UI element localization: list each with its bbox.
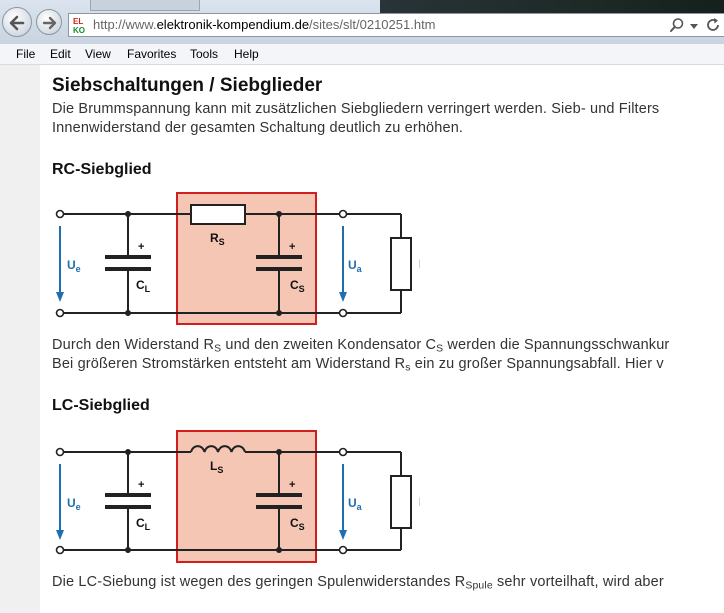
- rc-text-1b: S: [214, 343, 222, 355]
- output-terminal-top: [338, 447, 348, 457]
- lc-text-c: sehr vorteilhaft, wird aber: [492, 574, 664, 590]
- label-ls: LS: [210, 459, 223, 475]
- plus-cs: +: [289, 479, 295, 491]
- output-terminal-bottom: [338, 308, 348, 318]
- label-cs: CS: [290, 278, 305, 294]
- menu-help[interactable]: Help: [234, 47, 259, 61]
- capacitor-cl-plate-top: [105, 255, 151, 259]
- search-icon[interactable]: [669, 17, 685, 33]
- rc-text-2c: ein zu großer Spannungsabfall. Hier v: [410, 356, 664, 372]
- input-terminal-top: [55, 209, 65, 219]
- menu-bar: File Edit View Favorites Tools Help: [0, 44, 724, 65]
- resistor-rl: [390, 237, 412, 291]
- rc-text-2a: Bei größeren Stromstärken entsteht am Wi…: [52, 356, 406, 372]
- capacitor-cs-plate-bottom: [256, 505, 302, 509]
- label-ua: Ua: [348, 496, 363, 512]
- rc-text-2b: s: [405, 362, 411, 374]
- intro-line-1: Die Brummspannung kann mit zusätzlichen …: [52, 101, 660, 117]
- output-terminal-bottom: [338, 545, 348, 555]
- browser-toolbar: EL KO http://www.elektronik-kompendium.d…: [0, 0, 724, 44]
- background-window-strip: [380, 0, 724, 13]
- capacitor-cl-plate-bottom: [105, 267, 151, 271]
- forward-button[interactable]: [36, 9, 62, 35]
- back-arrow-icon: [9, 15, 25, 31]
- browser-tab[interactable]: [90, 0, 200, 11]
- rc-paragraph-line-1: Durch den Widerstand RS und den zweiten …: [52, 337, 669, 355]
- input-terminal-bottom: [55, 545, 65, 555]
- capacitor-cs-plate-top: [256, 493, 302, 497]
- forward-arrow-icon: [42, 16, 57, 30]
- input-terminal-top: [55, 447, 65, 457]
- label-rl: RL: [419, 257, 420, 273]
- chevron-down-icon[interactable]: [689, 23, 699, 31]
- refresh-icon[interactable]: [705, 17, 721, 33]
- label-ue: Ue: [67, 496, 81, 512]
- menu-tools[interactable]: Tools: [190, 47, 219, 61]
- label-rs: RS: [210, 231, 225, 247]
- rc-text-1a: Durch den Widerstand R: [52, 337, 215, 353]
- lc-text-a: Die LC-Siebung ist wegen des geringen Sp…: [52, 574, 466, 590]
- resistor-rl: [390, 475, 412, 529]
- label-cs: CS: [290, 516, 305, 532]
- rc-heading: RC-Siebglied: [52, 161, 152, 178]
- web-page: Siebschaltungen / Siebglieder Die Brumms…: [0, 65, 724, 613]
- input-terminal-bottom: [55, 308, 65, 318]
- capacitor-cl-plate-bottom: [105, 505, 151, 509]
- rc-text-1d: S: [436, 343, 444, 355]
- address-bar[interactable]: EL KO http://www.elektronik-kompendium.d…: [68, 13, 724, 37]
- label-cl: CL: [136, 278, 151, 294]
- label-cl: CL: [136, 516, 151, 532]
- url-text[interactable]: http://www.elektronik-kompendium.de/site…: [93, 17, 436, 32]
- url-host: elektronik-kompendium.de: [156, 17, 310, 32]
- menu-file[interactable]: File: [16, 47, 36, 61]
- label-ua: Ua: [348, 258, 363, 274]
- url-path: /sites/slt/0210251.htm: [309, 17, 436, 32]
- rc-text-1e: werden die Spannungsschwankur: [443, 337, 670, 353]
- plus-cs: +: [289, 241, 295, 253]
- label-ue: Ue: [67, 258, 81, 274]
- url-prefix: http://www.: [93, 17, 157, 32]
- rc-text-1c: und den zweiten Kondensator C: [221, 337, 437, 353]
- page-title: Siebschaltungen / Siebglieder: [52, 75, 323, 96]
- logo-text-bottom: KO: [73, 26, 85, 34]
- output-terminal-top: [338, 209, 348, 219]
- capacitor-cs-plate-top: [256, 255, 302, 259]
- intro-line-2: Innenwiderstand der gesamten Schaltung d…: [52, 120, 464, 136]
- back-button[interactable]: [2, 7, 32, 37]
- label-rl: RL: [419, 495, 420, 511]
- page-gutter: [0, 65, 40, 613]
- lc-text-b: Spule: [465, 580, 493, 592]
- menu-favorites[interactable]: Favorites: [127, 47, 177, 61]
- plus-cl: +: [138, 241, 144, 253]
- capacitor-cl-plate-top: [105, 493, 151, 497]
- lc-paragraph: Die LC-Siebung ist wegen des geringen Sp…: [52, 574, 664, 592]
- inductor-ls: [190, 445, 246, 453]
- resistor-rs: [190, 204, 246, 225]
- menu-edit[interactable]: Edit: [50, 47, 71, 61]
- capacitor-cs-plate-bottom: [256, 267, 302, 271]
- logo-text-top: EL: [73, 17, 83, 26]
- rc-filter-diagram: + + RS CL CS RL Ue Ua: [55, 192, 420, 325]
- plus-cl: +: [138, 479, 144, 491]
- lc-filter-diagram: + + LS CL CS RL Ue Ua: [55, 430, 420, 563]
- site-logo-icon: EL KO: [73, 17, 85, 34]
- rc-paragraph-line-2: Bei größeren Stromstärken entsteht am Wi…: [52, 356, 664, 374]
- lc-heading: LC-Siebglied: [52, 397, 150, 414]
- menu-view[interactable]: View: [85, 47, 111, 61]
